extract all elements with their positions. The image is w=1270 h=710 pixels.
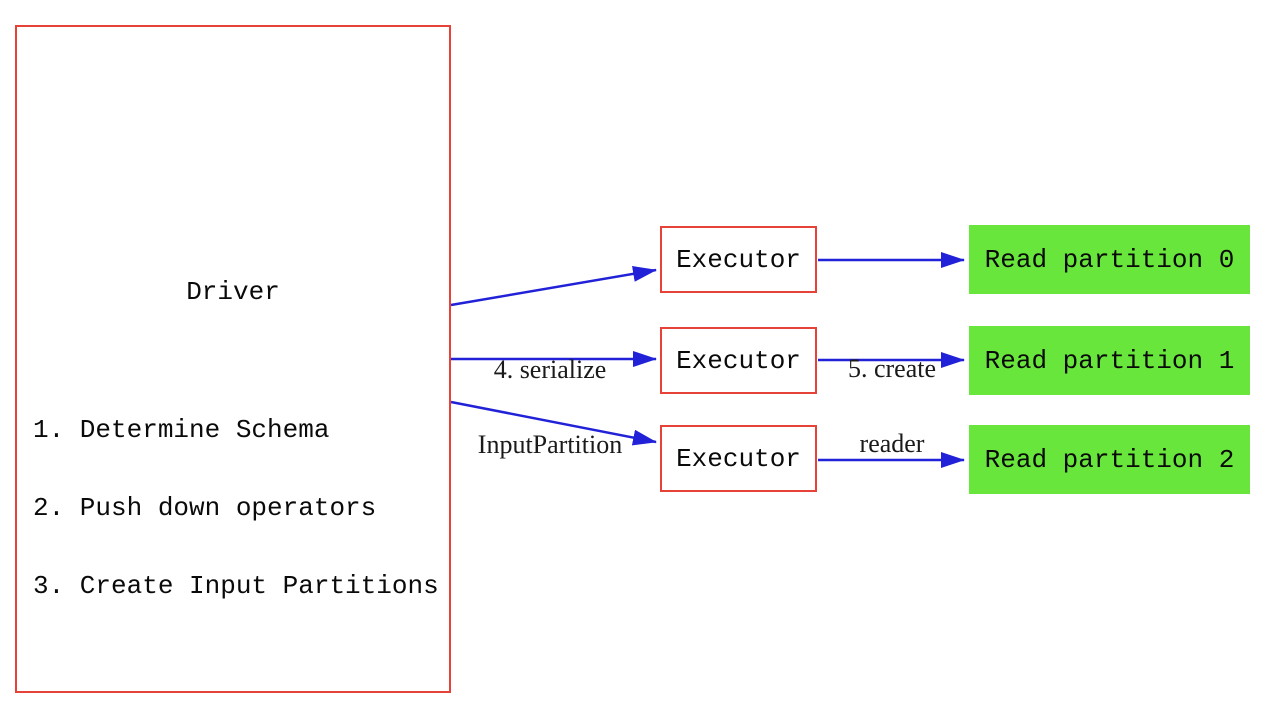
- executor-label: Executor: [676, 244, 801, 275]
- driver-step-1: 1. Determine Schema: [33, 415, 330, 445]
- read-partition-label: Read partition 2: [984, 444, 1235, 475]
- edge-label-line: reader: [859, 429, 925, 458]
- read-partition-node-2: Read partition 2: [969, 425, 1250, 494]
- edge-label-line: 5. create: [847, 354, 937, 383]
- read-partition-node-0: Read partition 0: [969, 225, 1250, 294]
- executor-node-0: Executor: [660, 226, 817, 293]
- driver-node: Driver 1. Determine Schema 2. Push down …: [15, 25, 451, 693]
- edge-driver-executor-2: [450, 400, 657, 446]
- executor-label: Executor: [676, 443, 801, 474]
- edge-label-create-reader: 5. create reader: [812, 306, 972, 506]
- edge-label-line: 4. serialize: [493, 355, 607, 384]
- driver-step-3: 3. Create Input Partitions: [33, 571, 439, 601]
- edge-label-serialize-inputpartition: 4. serialize InputPartition: [430, 307, 670, 507]
- edge-driver-executor-0: [450, 265, 657, 307]
- read-partition-label: Read partition 0: [984, 244, 1235, 275]
- read-partition-label: Read partition 1: [984, 345, 1235, 376]
- executor-label: Executor: [676, 345, 801, 376]
- executor-node-1: Executor: [660, 327, 817, 394]
- driver-steps-list: 1. Determine Schema 2. Push down operato…: [33, 365, 439, 651]
- edge-label-line: InputPartition: [477, 430, 623, 459]
- read-partition-node-1: Read partition 1: [969, 326, 1250, 395]
- driver-step-2: 2. Push down operators: [33, 493, 377, 523]
- executor-node-2: Executor: [660, 425, 817, 492]
- driver-title: Driver: [186, 277, 280, 307]
